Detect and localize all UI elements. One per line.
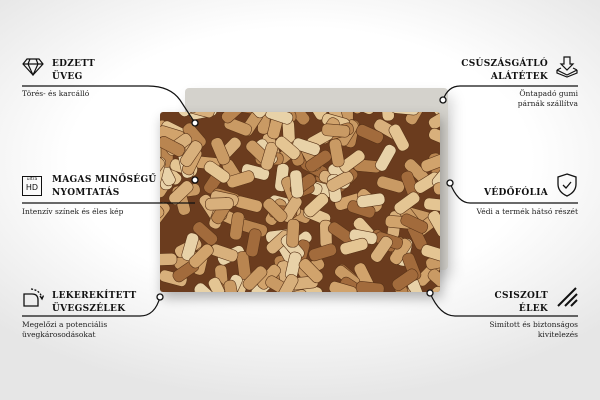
cork bbox=[328, 281, 358, 292]
cork bbox=[226, 170, 255, 189]
cork bbox=[380, 112, 395, 122]
cork bbox=[393, 191, 421, 215]
cork bbox=[274, 136, 301, 160]
cork bbox=[181, 232, 199, 262]
cork bbox=[160, 156, 165, 184]
cork bbox=[427, 268, 440, 292]
cork bbox=[428, 127, 440, 148]
cork bbox=[375, 144, 397, 172]
cork bbox=[305, 149, 332, 173]
cork bbox=[355, 124, 384, 144]
cork bbox=[160, 252, 178, 267]
cork bbox=[420, 153, 440, 173]
cork bbox=[264, 112, 294, 125]
cork bbox=[223, 279, 240, 292]
cork bbox=[260, 141, 279, 171]
cork bbox=[388, 123, 410, 152]
cork bbox=[400, 213, 429, 234]
cork bbox=[229, 211, 245, 241]
diamond-icon bbox=[22, 58, 44, 76]
cork bbox=[234, 112, 264, 116]
product-image-wine-corks bbox=[160, 112, 440, 292]
cork bbox=[242, 265, 268, 291]
cork bbox=[376, 175, 406, 194]
cork bbox=[420, 244, 440, 263]
cork bbox=[355, 281, 385, 292]
cork bbox=[208, 277, 229, 292]
cork bbox=[242, 112, 267, 119]
cork bbox=[405, 112, 427, 126]
cork bbox=[177, 112, 203, 117]
cork bbox=[339, 149, 366, 173]
cork bbox=[427, 210, 440, 238]
cork bbox=[292, 137, 321, 156]
cork bbox=[160, 205, 165, 230]
cork bbox=[168, 180, 194, 205]
rounded-corner-icon bbox=[23, 288, 44, 307]
cork bbox=[286, 218, 300, 248]
cork bbox=[289, 169, 304, 199]
cork bbox=[205, 197, 234, 211]
cork bbox=[262, 197, 288, 223]
cork bbox=[298, 258, 324, 284]
cork bbox=[221, 112, 247, 124]
cork bbox=[188, 243, 214, 269]
cork bbox=[203, 160, 231, 184]
tempered-glass-desc: Törés- és karcálló bbox=[22, 89, 90, 98]
cork bbox=[321, 123, 351, 138]
cork bbox=[386, 286, 412, 292]
cork bbox=[186, 112, 215, 119]
print-quality-desc: Intenzív színek és éles kép bbox=[22, 207, 124, 216]
cork bbox=[277, 273, 299, 292]
cork bbox=[390, 112, 420, 116]
cork bbox=[431, 286, 440, 292]
protective-foil-desc: Védi a termék hátsó részét bbox=[476, 207, 578, 216]
cork bbox=[245, 228, 262, 258]
cork bbox=[428, 112, 440, 130]
cork bbox=[328, 138, 345, 168]
cork bbox=[192, 221, 218, 246]
protective-foil-title: VÉDŐFÓLIA bbox=[484, 188, 548, 198]
cork bbox=[370, 235, 393, 263]
shield-check-icon bbox=[557, 173, 577, 197]
cork bbox=[326, 170, 354, 192]
cork bbox=[356, 192, 386, 208]
cork bbox=[391, 268, 419, 292]
cork bbox=[193, 282, 220, 292]
cork bbox=[339, 237, 369, 256]
cork bbox=[180, 140, 203, 167]
cork bbox=[303, 192, 329, 218]
anti-slip-pad-icon bbox=[556, 56, 578, 78]
cork bbox=[308, 243, 337, 262]
cork bbox=[160, 136, 186, 157]
cork bbox=[210, 137, 231, 166]
cork bbox=[433, 179, 440, 196]
polished-edges-icon bbox=[557, 287, 578, 307]
